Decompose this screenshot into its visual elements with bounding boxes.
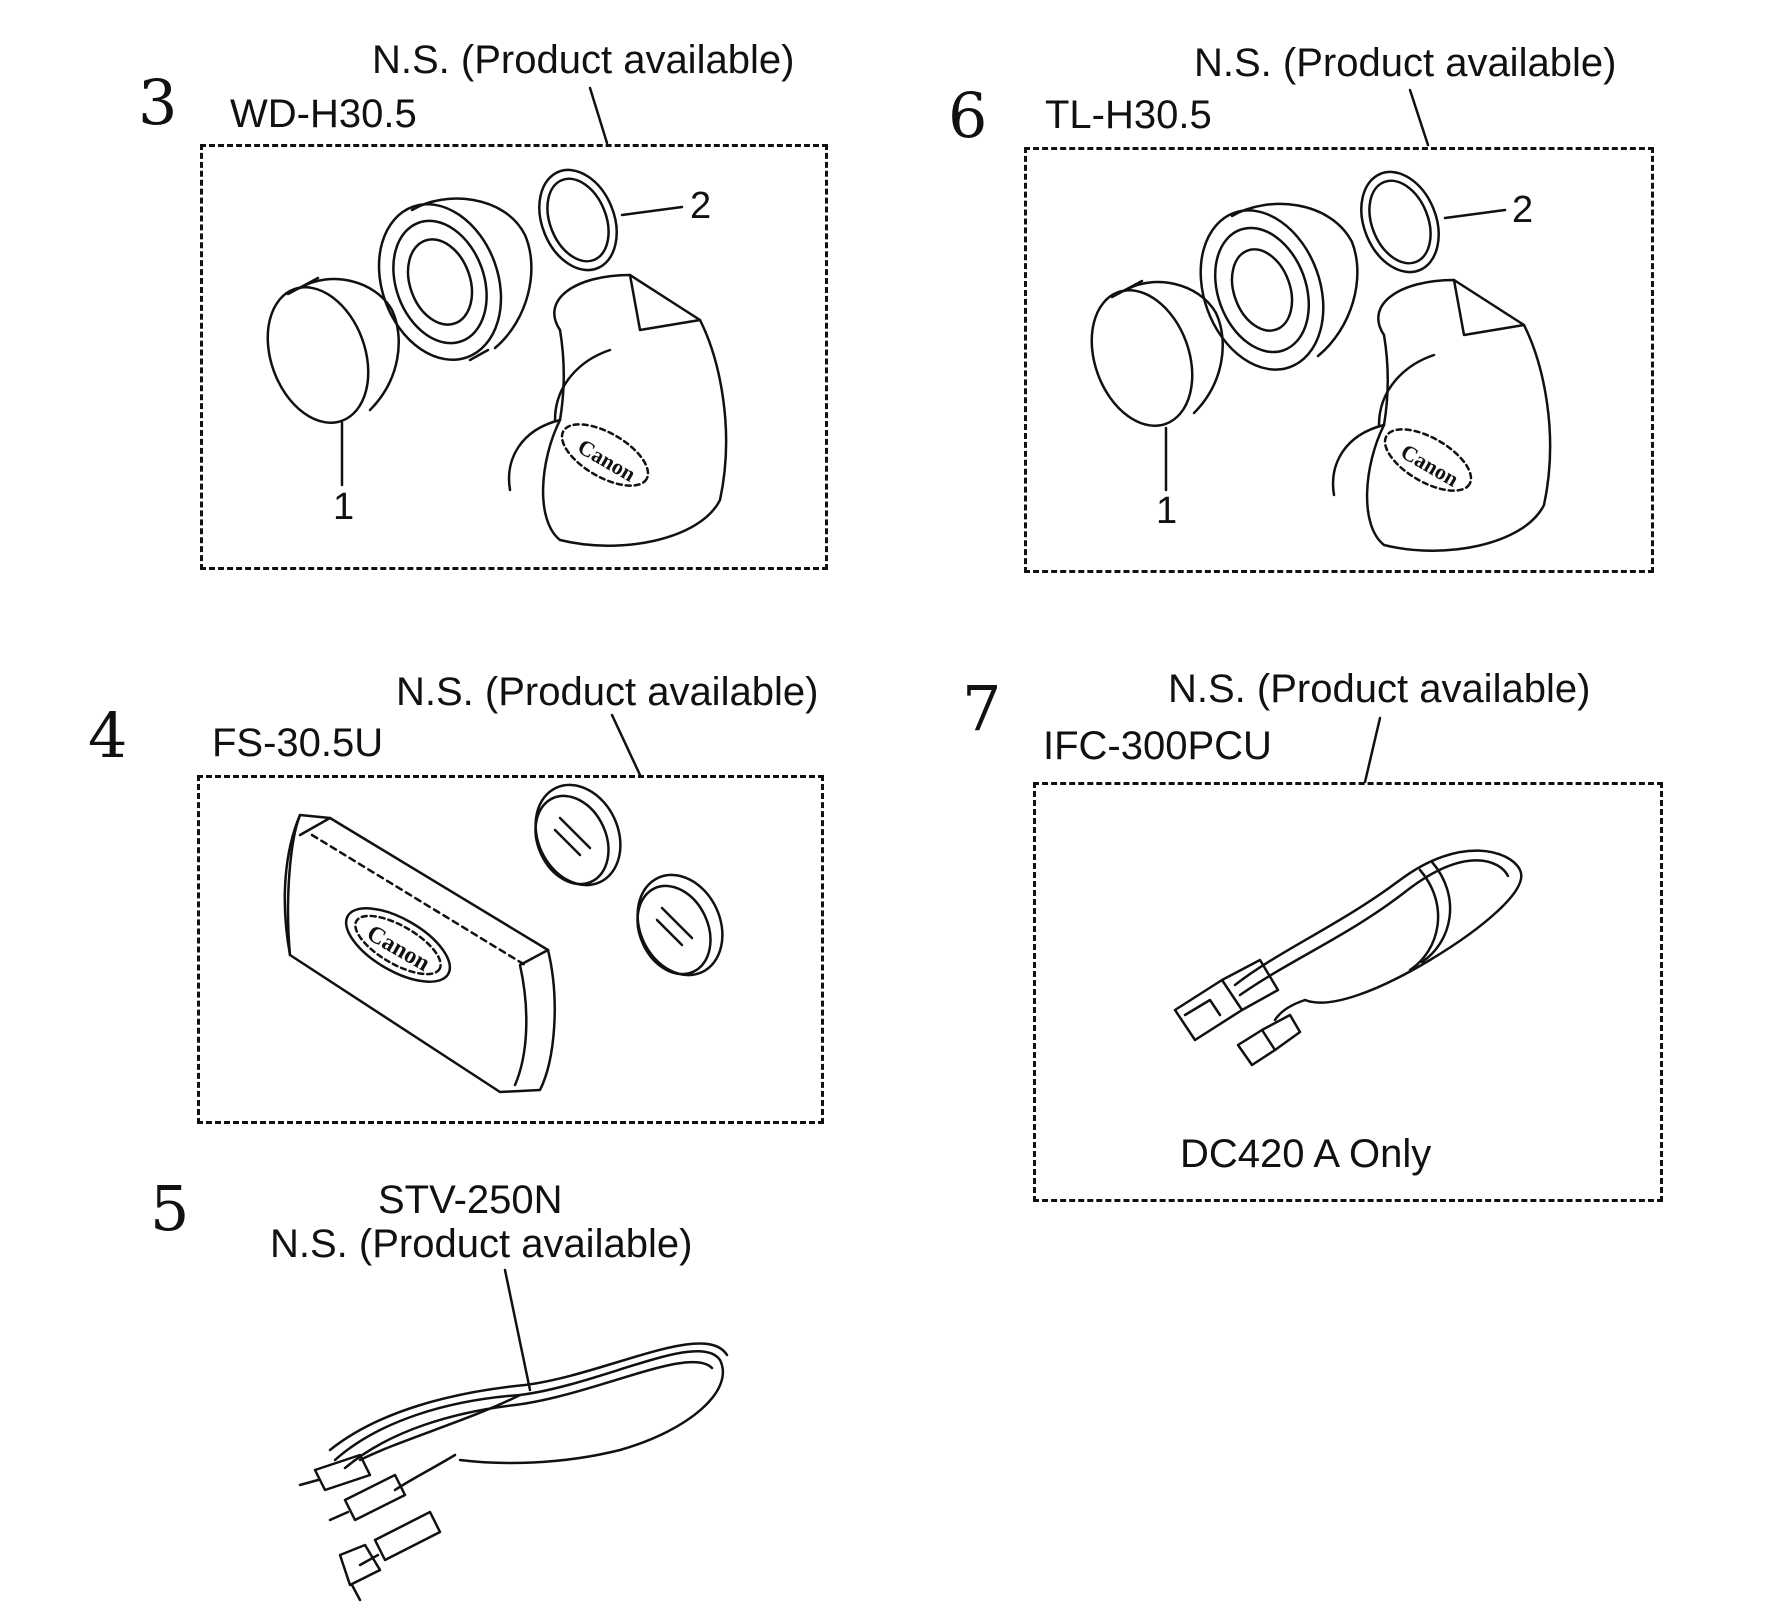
canon-logo: Canon: [1397, 439, 1464, 492]
availability-status: N.S. (Product available): [372, 38, 795, 82]
leader-line: [610, 713, 642, 777]
leader-line: [1408, 88, 1430, 147]
leader-line: [620, 205, 684, 217]
canon-logo: Canon: [574, 434, 641, 487]
section-7-parts: [1173, 716, 1523, 1067]
part-number: 1: [333, 486, 355, 528]
usb-cable-illustration: [1173, 849, 1523, 1067]
section-index: 4: [88, 699, 128, 772]
section-3-parts: Canon: [266, 86, 728, 547]
section-4-parts: Canon: [283, 713, 724, 1094]
filter-illustration: [534, 783, 622, 887]
lens-cap-illustration: [266, 276, 400, 424]
availability-status: N.S. (Product available): [270, 1222, 693, 1266]
leader-line: [503, 1268, 532, 1392]
section-index: 7: [962, 672, 1002, 745]
adapter-ring-illustration: [1360, 170, 1440, 274]
section-7-box: [1033, 782, 1663, 1202]
section-6-parts: Canon: [1090, 88, 1552, 552]
filter-illustration: [636, 873, 724, 977]
section-4-box: [197, 775, 824, 1124]
adapter-ring-illustration: [538, 168, 618, 272]
part-number: 1: [1156, 490, 1178, 532]
part-number: 2: [690, 185, 712, 227]
section-3-box: [200, 144, 828, 570]
model-note: DC420 A Only: [1180, 1132, 1432, 1176]
model-label: TL-H30.5: [1045, 93, 1212, 137]
model-label: IFC-300PCU: [1043, 724, 1272, 768]
tele-lens-illustration: [1199, 202, 1359, 371]
section-index: 5: [150, 1172, 190, 1245]
part-number: 2: [1512, 189, 1534, 231]
filter-case-illustration: Canon: [283, 813, 556, 1094]
canon-logo: Canon: [362, 920, 434, 977]
section-index: 3: [138, 66, 178, 139]
availability-status: N.S. (Product available): [1168, 667, 1591, 711]
model-label: FS-30.5U: [212, 721, 384, 765]
lens-cap-illustration: [1090, 279, 1224, 427]
leader-line: [1363, 716, 1382, 784]
section-6-box: [1024, 147, 1654, 573]
av-cable-illustration: [298, 1342, 729, 1602]
model-label: STV-250N: [378, 1178, 563, 1222]
section-5-parts: [298, 1268, 729, 1602]
pouch-illustration: Canon: [1331, 278, 1552, 552]
leader-line: [1443, 208, 1507, 220]
availability-status: N.S. (Product available): [396, 670, 819, 714]
availability-status: N.S. (Product available): [1194, 41, 1617, 85]
model-label: WD-H30.5: [230, 92, 417, 136]
leader-line: [588, 86, 609, 145]
pouch-illustration: Canon: [507, 273, 728, 547]
section-index: 6: [948, 79, 988, 152]
wide-lens-illustration: [377, 197, 533, 362]
